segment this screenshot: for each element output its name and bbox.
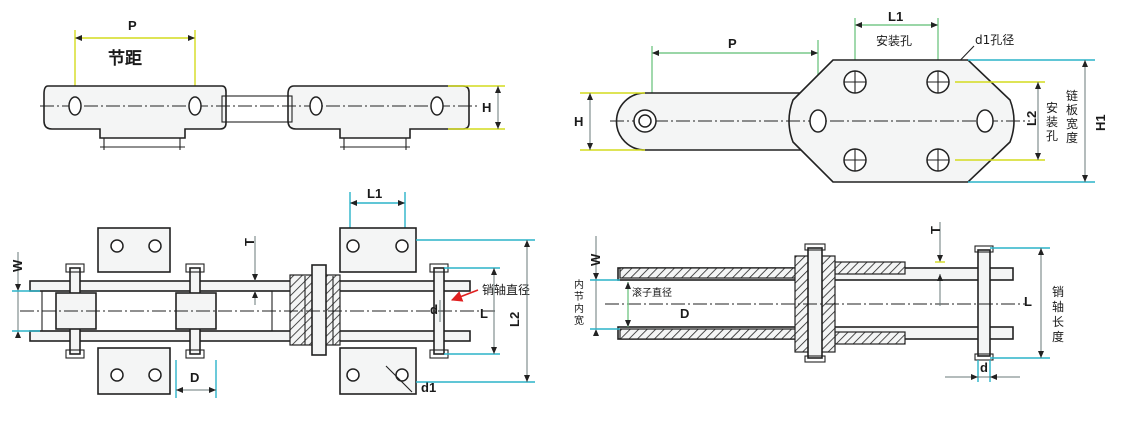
vertical-char: 装 <box>1046 115 1058 129</box>
t-label: T <box>242 238 257 246</box>
vertical-char: 内 <box>574 302 584 315</box>
l2-label-right: L2 <box>1024 111 1039 126</box>
h-label-right: H <box>574 114 583 129</box>
vertical-char: 度 <box>1052 329 1064 344</box>
vertical-char: 宽 <box>574 314 584 327</box>
d1-hole-label: d1孔径 <box>975 33 1014 47</box>
top-right-attachment-view: P L1 安装孔 d1孔径 <box>574 9 1108 183</box>
vertical-char: 节 <box>574 291 584 303</box>
pitch-label: 节距 <box>108 48 142 69</box>
top-left-side-view: P 节距 H <box>40 18 505 150</box>
d-big-label: D <box>190 370 199 385</box>
svg-text:销轴长度: 销轴长度 <box>1052 285 1064 344</box>
svg-text:安装孔: 安装孔 <box>1046 100 1058 143</box>
bottom-right-section-view: W 内节内宽 滚子直径 D T L 销轴长度 d <box>574 222 1064 382</box>
l1-label-right: L1 <box>888 9 903 24</box>
inner-width-vertical: 内节内宽 <box>574 278 584 327</box>
h1-label: H1 <box>1093 114 1108 131</box>
att-holes <box>110 239 409 382</box>
vertical-char: 轴 <box>1052 299 1064 314</box>
d-small-label-right: d <box>980 360 988 375</box>
red-arrow <box>450 289 479 302</box>
d1-label-bottom: d1 <box>421 380 436 395</box>
rail <box>221 95 293 123</box>
p-label: P <box>128 18 137 33</box>
t-label-right: T <box>928 226 943 234</box>
svg-text:内节内宽: 内节内宽 <box>574 278 584 327</box>
lower-plate-row <box>29 330 471 342</box>
vertical-char: 安 <box>1046 100 1058 115</box>
vertical-char: 宽 <box>1066 116 1078 131</box>
vertical-char: 内 <box>574 278 584 291</box>
br-right-pin <box>977 249 991 357</box>
link-plate-2 <box>287 85 470 139</box>
pin-dia-label: 销轴直径 <box>482 282 530 297</box>
pin-holes <box>68 96 444 116</box>
link-plate-1 <box>43 85 227 139</box>
upper-plate-row <box>29 280 471 292</box>
vertical-char: 度 <box>1066 130 1078 145</box>
l2-label-bottom: L2 <box>507 312 522 327</box>
l1-label-bottom: L1 <box>367 186 382 201</box>
vertical-char: 孔 <box>1046 129 1058 143</box>
vertical-char: 板 <box>1066 103 1078 117</box>
br-pin <box>807 247 823 359</box>
w-label: W <box>10 259 25 272</box>
d-big-label-right: D <box>680 306 689 321</box>
bottom-left-top-view: L1 <box>10 186 535 398</box>
p-label-right: P <box>728 36 737 51</box>
pin-length-vertical: 销轴长度 <box>1052 285 1064 344</box>
vertical-char: 链 <box>1066 88 1078 103</box>
l-label-right: L <box>1024 294 1032 309</box>
w-label-right: W <box>588 253 603 266</box>
l-label: L <box>480 306 488 321</box>
plate-width-vertical: 链板宽度 <box>1066 88 1078 145</box>
mount-hole-vertical: 安装孔 <box>1046 100 1058 143</box>
roller-dia-label: 滚子直径 <box>632 286 672 299</box>
h-label: H <box>482 100 491 115</box>
mount-hole-label: 安装孔 <box>876 33 912 48</box>
svg-text:链板宽度: 链板宽度 <box>1066 88 1078 145</box>
attachment-holes <box>633 70 994 172</box>
vertical-char: 长 <box>1052 315 1064 329</box>
d-small-label: d <box>430 302 438 317</box>
vertical-char: 销 <box>1052 285 1064 299</box>
